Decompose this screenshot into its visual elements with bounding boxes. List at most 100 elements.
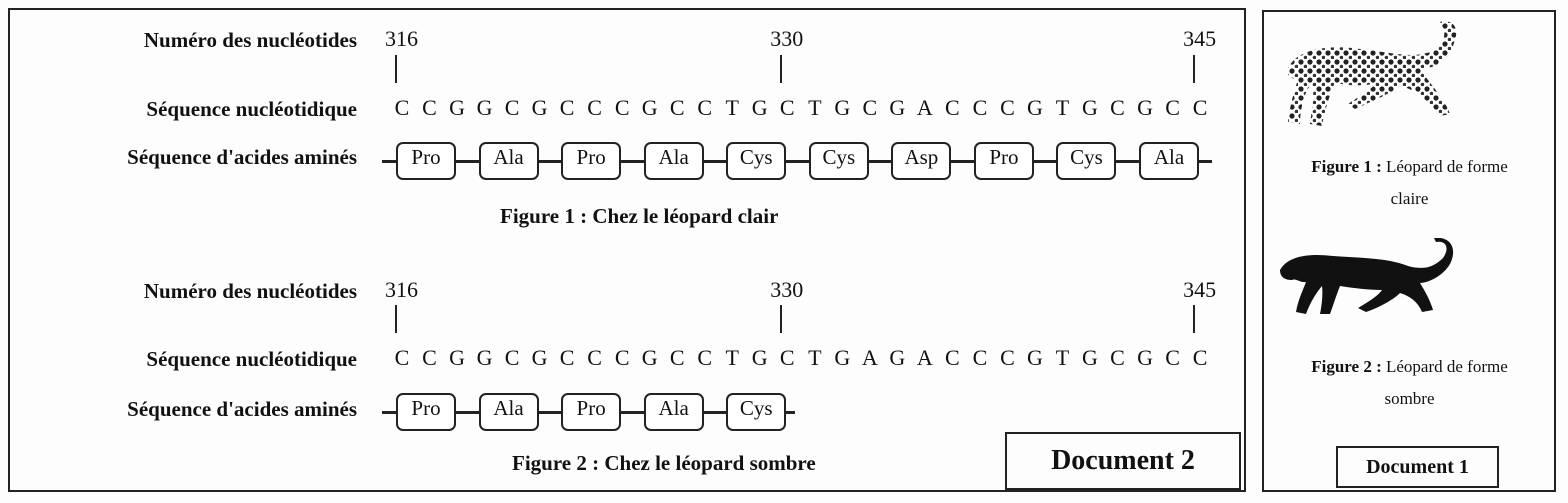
nucleotide: C — [587, 345, 602, 370]
nucleotide: C — [972, 345, 988, 370]
nucleotide: A — [916, 95, 933, 120]
amino-acid-box: Ala — [1139, 142, 1200, 180]
nucleotide: C — [394, 95, 410, 120]
nucleotide: C — [1000, 95, 1015, 120]
amino-acid-box: Pro — [973, 142, 1034, 180]
nucleotide: C — [697, 345, 713, 370]
nucleotide: C — [945, 95, 960, 120]
amino-acid-box: Pro — [396, 142, 456, 180]
nucleotide: C — [697, 95, 713, 120]
nucleotide: C — [504, 345, 520, 370]
nucleotide: G — [889, 95, 906, 120]
nucleotide: T — [808, 95, 822, 120]
dark-leopard-image — [1280, 238, 1454, 314]
figure-2-legend-label: Figure 2 : — [1311, 357, 1382, 376]
document-2-title: Document 2 — [1005, 432, 1241, 490]
nucleotide: G — [641, 95, 658, 120]
nucleotide: C — [669, 345, 685, 370]
amino-acid-box: Pro — [396, 393, 456, 431]
nucleotide: C — [422, 345, 437, 370]
nucleotide: G — [531, 345, 548, 370]
nucleotide: C — [394, 345, 410, 370]
figure-1-legend-label: Figure 1 : — [1311, 157, 1382, 176]
nucleotide: G — [751, 95, 768, 120]
nucleotide-position-number: 345 — [1183, 26, 1217, 51]
position-tick — [395, 55, 397, 83]
nucleotide: G — [1137, 95, 1153, 120]
nucleotide: G — [1027, 95, 1043, 120]
nucleotide: C — [779, 95, 795, 120]
nucleotide: A — [861, 345, 878, 370]
nucleotide: C — [422, 95, 437, 120]
light-leopard-image — [1287, 21, 1457, 126]
figure-1-legend-line2: claire — [1390, 189, 1429, 208]
position-tick — [780, 55, 783, 83]
position-tick — [395, 305, 397, 333]
figure-1-legend-text: Léopard de forme — [1385, 157, 1508, 176]
position-tick — [780, 305, 783, 333]
nucleotide: C — [1110, 95, 1125, 120]
figure-2-legend-text: Léopard de forme — [1385, 357, 1508, 376]
nucleotide-position-number: 330 — [770, 277, 804, 302]
amino-acid-box: Pro — [561, 142, 622, 180]
nucleotide: G — [476, 95, 493, 120]
label-nucleotide-numbers: Numéro des nucléotides — [143, 28, 357, 52]
amino-acid-box: Cys — [726, 142, 787, 180]
nucleotide: A — [916, 345, 933, 370]
nucleotide: G — [641, 345, 658, 370]
nucleotide: G — [834, 345, 851, 370]
label-amino-acid-sequence: Séquence d'acides aminés — [127, 397, 357, 421]
nucleotide: C — [614, 345, 630, 370]
nucleotide: C — [1000, 345, 1015, 370]
nucleotide: G — [751, 345, 768, 370]
nucleotide: T — [725, 95, 739, 120]
nucleotide: G — [476, 345, 493, 370]
nucleotide: T — [1055, 95, 1070, 120]
nucleotide: G — [1027, 345, 1043, 370]
document-1-panel — [1262, 10, 1556, 492]
amino-acid-box: Cys — [726, 393, 787, 431]
nucleotide: T — [725, 345, 739, 370]
figure-2-caption: Figure 2 : Chez le léopard sombre — [512, 451, 816, 475]
amino-acid-box: Cys — [1056, 142, 1117, 180]
peptide-chain-line — [382, 160, 1212, 163]
nucleotide: C — [669, 95, 685, 120]
nucleotide: C — [862, 95, 878, 120]
document-2-panel — [8, 8, 1246, 492]
nucleotide-position-number: 345 — [1183, 277, 1217, 302]
nucleotide: C — [1192, 95, 1208, 120]
amino-acid-box: Ala — [478, 142, 539, 180]
nucleotide: C — [1110, 345, 1125, 370]
amino-acid-box: Pro — [561, 393, 622, 431]
nucleotide: C — [614, 95, 630, 120]
nucleotide: C — [1165, 95, 1180, 120]
nucleotide: C — [972, 95, 988, 120]
nucleotide: T — [808, 345, 822, 370]
document-1-title: Document 1 — [1336, 446, 1499, 488]
figure-1-caption: Figure 1 : Chez le léopard clair — [500, 204, 779, 228]
nucleotide: C — [1165, 345, 1180, 370]
nucleotide: T — [1055, 345, 1070, 370]
nucleotide: C — [504, 95, 520, 120]
nucleotide: C — [559, 345, 575, 370]
nucleotide: C — [779, 345, 795, 370]
nucleotide-position-number: 316 — [385, 26, 418, 51]
nucleotide: C — [587, 95, 602, 120]
nucleotide: G — [1082, 345, 1098, 370]
nucleotide: C — [559, 95, 575, 120]
amino-acid-box: Ala — [643, 393, 704, 431]
position-tick — [1193, 305, 1196, 333]
label-nucleotide-sequence: Séquence nucléotidique — [146, 347, 357, 371]
nucleotide-position-number: 330 — [770, 26, 804, 51]
nucleotide: G — [449, 95, 465, 120]
label-amino-acid-sequence: Séquence d'acides aminés — [127, 145, 357, 169]
label-nucleotide-sequence: Séquence nucléotidique — [146, 97, 357, 121]
nucleotide: C — [1192, 345, 1208, 370]
nucleotide: G — [531, 95, 548, 120]
amino-acid-box: Cys — [808, 142, 869, 180]
nucleotide-position-number: 316 — [385, 277, 418, 302]
amino-acid-box: Ala — [478, 393, 539, 431]
nucleotide: G — [449, 345, 465, 370]
